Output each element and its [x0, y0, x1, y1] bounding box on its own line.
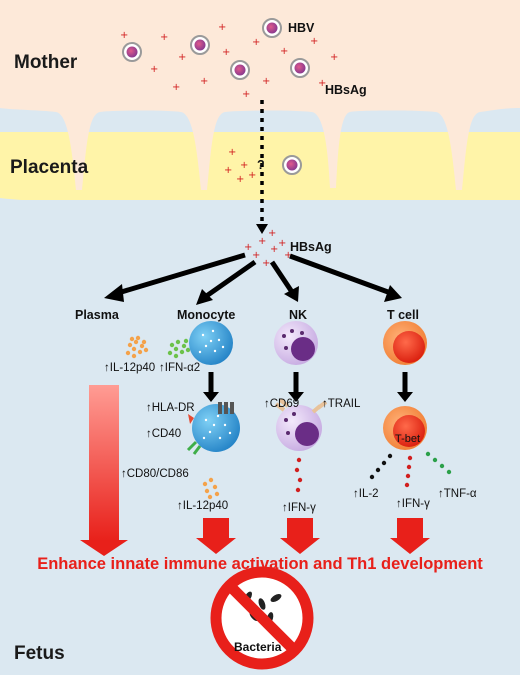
nk-cd69: ↑CD69	[264, 398, 300, 410]
hbsag-top-label: HBsAg	[325, 83, 367, 97]
svg-text:+: +	[262, 258, 270, 269]
svg-text:+: +	[150, 64, 158, 75]
ifna2-dots	[167, 338, 191, 359]
hbv-label: HBV	[288, 21, 315, 35]
svg-text:+: +	[244, 242, 252, 253]
red-arrows	[80, 385, 430, 556]
placenta-region	[0, 132, 520, 200]
il12p40-dots	[125, 335, 149, 359]
mother-label: Mother	[14, 52, 78, 73]
svg-text:+: +	[240, 160, 248, 171]
svg-text:+: +	[236, 174, 244, 185]
branch-arrows	[117, 252, 389, 300]
svg-text:+: +	[224, 165, 232, 176]
tcell-il2: ↑IL-2	[353, 488, 379, 500]
activated-nk	[274, 398, 328, 451]
svg-text:+: +	[178, 52, 186, 63]
tcell-tnfa: ↑TNF-α	[438, 488, 477, 500]
svg-text:+: +	[330, 52, 338, 63]
hbv-particles	[122, 18, 310, 175]
nk-ifng: ↑IFN-γ	[282, 502, 316, 514]
svg-text:+: +	[262, 76, 270, 87]
nk-cell	[274, 321, 318, 365]
svg-text:+: +	[310, 36, 318, 47]
svg-text:+: +	[222, 47, 230, 58]
svg-text:+: +	[280, 46, 288, 57]
fetus-label: Fetus	[14, 643, 65, 664]
monocyte-arrow	[203, 392, 219, 402]
svg-text:+: +	[160, 32, 168, 43]
svg-text:+: +	[278, 238, 286, 249]
activated-t-cell	[383, 406, 427, 450]
nk-arrow	[288, 392, 304, 402]
svg-text:+: +	[228, 147, 236, 158]
svg-text:+: +	[218, 22, 226, 33]
conclusion-banner: Enhance innate immune activation and Th1…	[37, 555, 483, 573]
svg-text:+: +	[258, 236, 266, 247]
svg-text:+: +	[242, 89, 250, 100]
tcell-title: T cell	[387, 308, 419, 322]
tcell-ifng: ↑IFN-γ	[396, 498, 430, 510]
hbsag-particles: +++ +++ +++ +++ +++ +++ ++ +++ +++ ++	[120, 22, 338, 269]
plasma-title: Plasma	[75, 308, 119, 322]
svg-text:+: +	[318, 78, 326, 89]
tcell-cytokines	[369, 451, 452, 488]
monocyte-cell	[189, 321, 233, 365]
bacteria-label: Bacteria	[234, 640, 282, 654]
mono-hla-dr: ↑HLA-DR	[146, 402, 195, 414]
nk-ifng-dots	[294, 457, 303, 493]
placenta-label: Placenta	[10, 157, 89, 178]
mono-cd80-cd86: ↑CD80/CD86	[121, 468, 189, 480]
no-bacteria-sign	[210, 566, 314, 670]
tcell-arrow	[397, 392, 413, 402]
svg-text:+: +	[268, 228, 276, 239]
hbsag-center-label: HBsAg	[290, 240, 332, 254]
mono-il12p40: ↑IL-12p40	[177, 500, 229, 512]
nk-title: NK	[289, 308, 308, 322]
tbet-label: T-bet	[395, 433, 421, 445]
activated-monocyte	[186, 402, 240, 455]
nk-trail: ↑TRAIL	[322, 398, 361, 410]
mono-il12-dots	[202, 477, 220, 500]
svg-text:+: +	[252, 250, 260, 261]
unknown-mechanism-mark: ?	[257, 158, 265, 172]
t-cell	[383, 321, 427, 365]
plasma-il12p40: ↑IL-12p40	[104, 362, 156, 374]
mono-cd40: ↑CD40	[146, 428, 182, 440]
svg-text:+: +	[284, 250, 292, 261]
svg-text:+: +	[270, 244, 278, 255]
svg-text:+: +	[200, 76, 208, 87]
svg-text:+: +	[252, 37, 260, 48]
monocyte-title: Monocyte	[177, 308, 236, 322]
svg-text:+: +	[248, 170, 256, 181]
svg-text:+: +	[120, 30, 128, 41]
plasma-ifna2: ↑IFN-α2	[159, 362, 201, 374]
svg-text:+: +	[172, 82, 180, 93]
